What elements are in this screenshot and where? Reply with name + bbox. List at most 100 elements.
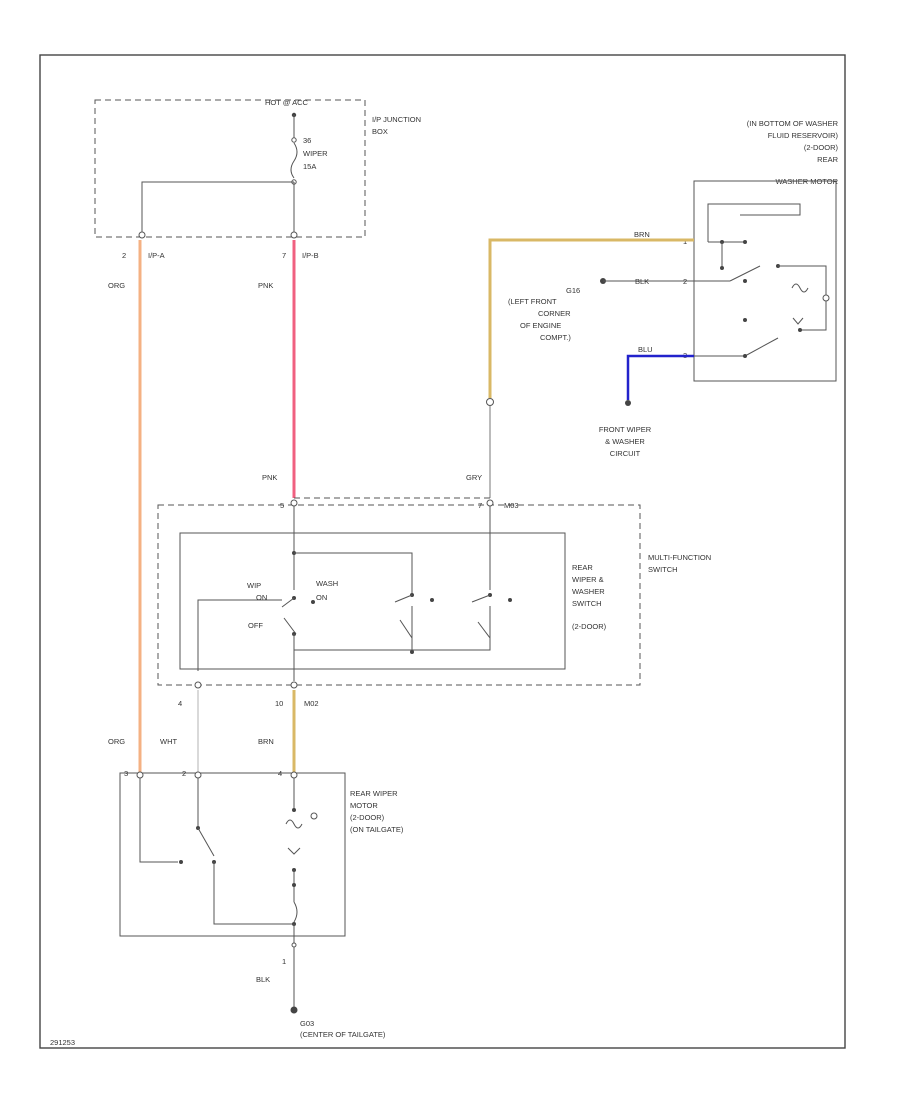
switch-node-wash-contact xyxy=(430,598,434,602)
rear-switch-box xyxy=(179,532,566,670)
rear-switch-line4: SWITCH xyxy=(572,599,602,608)
switch-common-return xyxy=(294,640,491,651)
washer-switch-blade-1 xyxy=(729,265,761,282)
washer-motor-terminal xyxy=(822,294,830,302)
figure-id: 291253 xyxy=(50,1038,75,1047)
wire-org-label-bottom: ORG xyxy=(108,737,125,746)
washer-motor-line4: REAR xyxy=(817,155,838,164)
wiper-pin-ground-number: 1 xyxy=(282,957,286,966)
rear-switch-line2: WIPER & xyxy=(572,575,604,584)
wiper-pin-b-number: 2 xyxy=(182,769,186,778)
switch-wash-link xyxy=(294,552,413,595)
wire-pnk-label-mid: PNK xyxy=(262,473,277,482)
wire-blk-washer-label: BLK xyxy=(635,277,649,286)
washer-node-3 xyxy=(720,266,724,270)
pin-ip-b xyxy=(290,231,298,239)
switch-node-wip-contact xyxy=(311,600,315,604)
wire-wht-label: WHT xyxy=(160,737,177,746)
washer-motor-symbol xyxy=(792,317,804,325)
wire-blk-ground-label: BLK xyxy=(256,975,270,984)
ground-g03-location: (CENTER OF TAILGATE) xyxy=(300,1030,386,1039)
junction-box-subtitle: BOX xyxy=(372,127,388,136)
wiper-pin-ground xyxy=(291,942,297,948)
wiper-park-blade xyxy=(197,827,215,857)
multi-function-title: MULTI-FUNCTION xyxy=(648,553,711,562)
fuse-terminal-top xyxy=(291,137,297,143)
multi-function-subtitle: SWITCH xyxy=(648,565,678,574)
washer-motor-coil xyxy=(791,283,809,293)
pin-ip-a xyxy=(138,231,146,239)
ground-g16-line4: COMPT.) xyxy=(540,333,571,342)
wiper-pin-wht xyxy=(194,771,202,779)
wiper-ground-link xyxy=(293,901,298,923)
washer-motor-line3: (2-DOOR) xyxy=(804,143,839,152)
front-wiper-line1: FRONT WIPER xyxy=(599,425,652,434)
wiper-node-park xyxy=(179,860,183,864)
fuse-number: 36 xyxy=(303,136,311,145)
wire-brn-washer xyxy=(488,238,694,398)
ground-g16-line2: CORNER xyxy=(538,309,571,318)
rear-switch-line5: (2-DOOR) xyxy=(572,622,607,631)
mf-pin-bottom-left xyxy=(194,681,202,689)
wire-blu xyxy=(626,354,694,400)
wire-blu-label: BLU xyxy=(638,345,653,354)
front-wiper-terminal xyxy=(625,400,631,406)
switch-off-arm xyxy=(283,617,297,635)
front-wiper-line3: CIRCUIT xyxy=(610,449,641,458)
front-wiper-line2: & WASHER xyxy=(605,437,645,446)
rear-switch-line3: WASHER xyxy=(572,587,605,596)
wiper-motor-coil xyxy=(285,819,303,829)
wiper-motor-symbol xyxy=(287,847,301,855)
switch-gry-blade xyxy=(471,594,491,603)
ground-g03-code: G03 xyxy=(300,1019,314,1028)
mf-pin-top-left-number: 5 xyxy=(280,501,284,510)
ground-g03-terminal xyxy=(290,1006,298,1014)
ground-g16-line1: (LEFT FRONT xyxy=(508,297,557,306)
washer-motor-line2: FLUID RESERVOIR) xyxy=(768,131,839,140)
switch-pos-on2: ON xyxy=(316,593,327,602)
wiper-pin-brn xyxy=(290,771,298,779)
mf-connector-top: M03 xyxy=(504,501,519,510)
wiper-motor-line2: MOTOR xyxy=(350,801,378,810)
junction-box-title: I/P JUNCTION xyxy=(372,115,421,124)
washer-internal-loop xyxy=(707,203,801,242)
switch-gry-blade-2 xyxy=(477,621,491,639)
washer-node-2 xyxy=(743,240,747,244)
fuse-name: WIPER xyxy=(303,149,328,158)
washer-node-8 xyxy=(798,328,802,332)
rear-switch-line1: REAR xyxy=(572,563,593,572)
hot-at-label: HOT @ ACC xyxy=(265,98,308,107)
wiper-pin-org xyxy=(136,771,144,779)
wiper-org-internal xyxy=(139,778,178,863)
wire-brn-washer-label: BRN xyxy=(634,230,650,239)
switch-pos-off: OFF xyxy=(248,621,263,630)
wiper-pin-c-number: 4 xyxy=(278,769,282,778)
mf-pin-bottom-left-number: 4 xyxy=(178,699,182,708)
junction-bus xyxy=(141,181,294,233)
switch-wip-blade xyxy=(281,597,295,608)
mf-pin-bottom-right-number: 10 xyxy=(275,699,283,708)
washer-node-7 xyxy=(743,354,747,358)
washer-motor-loop xyxy=(800,265,827,331)
wiper-motor-line1: REAR WIPER xyxy=(350,789,398,798)
switch-wash-blade-2 xyxy=(399,619,413,639)
wiper-pin-a-number: 3 xyxy=(124,769,128,778)
ground-g16-code: G16 xyxy=(566,286,580,295)
switch-node-wash-low xyxy=(410,650,414,654)
fuse-symbol xyxy=(290,142,298,179)
pin-ip-b-connector: I/P-B xyxy=(302,251,319,260)
switch-pos-on: ON xyxy=(256,593,267,602)
mf-pin-top-right xyxy=(486,499,494,507)
switch-pos-wip: WIP xyxy=(247,581,261,590)
mf-pin-top-left xyxy=(290,499,298,507)
mf-pin-top-right-number: 7 xyxy=(478,501,482,510)
wire-brn-bottom-label: BRN xyxy=(258,737,274,746)
diagram-frame xyxy=(39,54,846,1049)
switch-wash-blade xyxy=(394,594,413,603)
wiper-park-return xyxy=(213,862,294,925)
washer-node-6 xyxy=(743,318,747,322)
wire-gry-connector xyxy=(486,398,494,406)
ground-g16-line3: OF ENGINE xyxy=(520,321,561,330)
wiper-node-brn xyxy=(292,808,296,812)
